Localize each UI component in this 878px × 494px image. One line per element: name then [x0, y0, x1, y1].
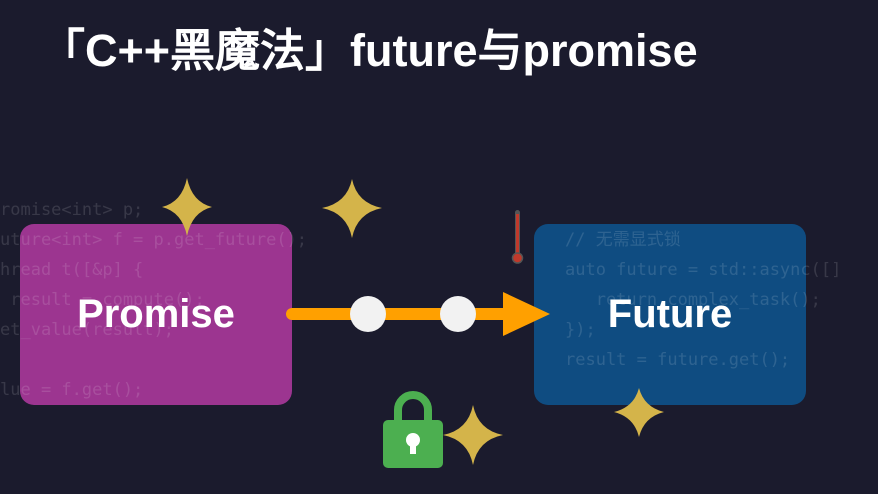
data-dot [440, 296, 476, 332]
promise-label: Promise [77, 292, 235, 336]
code-line: result = compute(); [0, 290, 205, 310]
code-line: et_value(result); [0, 320, 174, 340]
code-line: result = future.get(); [565, 350, 791, 370]
code-line: }); [565, 320, 596, 340]
code-line: auto future = std::async([] [565, 260, 842, 280]
promise-box: Promise [20, 224, 292, 405]
thermometer-icon [511, 210, 524, 264]
code-line: return complex_task(); [565, 290, 821, 310]
sparkle-icon [443, 405, 503, 465]
code-line: // 无需显式锁 [565, 230, 681, 250]
sparkle-icon [614, 388, 664, 437]
future-box: Future [534, 224, 806, 405]
code-left: romise<int> p; uture<int> f = p.get_futur… [0, 165, 307, 435]
code-line [0, 345, 307, 375]
sparkle-icon [322, 179, 382, 238]
page-title: 「C++黑魔法」future与promise [40, 25, 698, 76]
sparkle-icon [162, 178, 212, 236]
arrow-head-icon [503, 292, 550, 336]
code-line: romise<int> p; [0, 200, 144, 220]
lock-icon [383, 391, 443, 468]
code-line: uture<int> f = p.get_future(); [0, 230, 308, 250]
code-line: hread t([&p] { [0, 260, 144, 280]
data-dot [350, 296, 386, 332]
code-line: lue = f.get(); [0, 380, 144, 400]
future-label: Future [607, 292, 733, 336]
